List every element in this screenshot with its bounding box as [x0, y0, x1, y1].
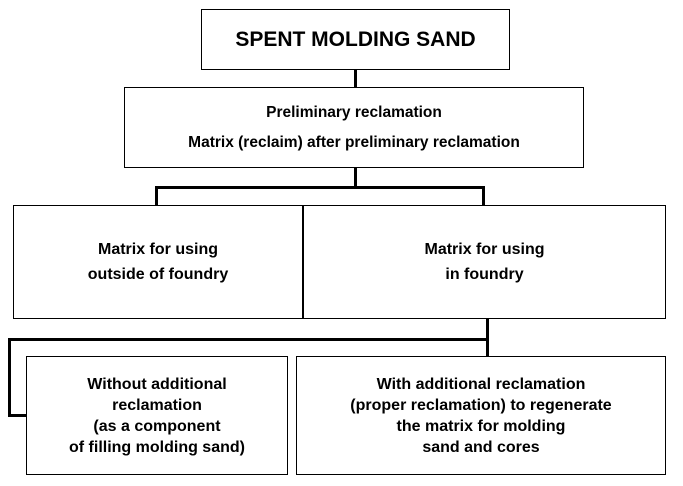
- without-additional-line-4: of filling molding sand): [69, 438, 245, 456]
- without-additional-line-3: (as a component: [93, 417, 221, 435]
- without-additional-line-2: reclamation: [112, 396, 202, 414]
- outside-foundry-line-2: outside of foundry: [87, 266, 229, 283]
- connector-lower-left-vertical: [8, 338, 11, 417]
- spent-molding-sand-label: SPENT MOLDING SAND: [235, 27, 476, 51]
- matrix-in-foundry-box: Matrix for using in foundry: [303, 205, 666, 319]
- outside-foundry-line-1: Matrix for using: [97, 241, 218, 258]
- connector-split-horizontal: [155, 186, 485, 189]
- with-additional-line-2: (proper reclamation) to regenerate: [350, 396, 612, 414]
- connector-to-outside-foundry: [155, 186, 158, 205]
- with-additional-line-4: sand and cores: [422, 438, 540, 456]
- connector-to-in-foundry: [482, 186, 485, 205]
- with-additional-reclamation-box: With additional reclamation (proper recl…: [296, 356, 666, 475]
- connector-to-with-additional: [486, 338, 489, 356]
- preliminary-reclamation-label: Preliminary reclamation: [266, 103, 442, 121]
- without-additional-line-1: Without additional: [87, 375, 227, 393]
- with-additional-line-1: With additional reclamation: [376, 375, 586, 393]
- in-foundry-line-2: in foundry: [445, 266, 524, 283]
- matrix-outside-foundry-box: Matrix for using outside of foundry: [13, 205, 303, 319]
- spent-molding-sand-box: SPENT MOLDING SAND: [201, 9, 510, 70]
- preliminary-reclamation-box: Preliminary reclamation Matrix (reclaim)…: [124, 87, 584, 168]
- in-foundry-line-1: Matrix for using: [424, 241, 545, 258]
- without-additional-reclamation-box: Without additional reclamation (as a com…: [26, 356, 288, 475]
- connector-preliminary-down: [354, 168, 357, 188]
- matrix-after-preliminary-label: Matrix (reclaim) after preliminary recla…: [188, 133, 520, 151]
- connector-lower-horizontal: [8, 338, 489, 341]
- connector-in-foundry-down: [486, 319, 489, 340]
- connector-root-to-preliminary: [354, 70, 357, 87]
- connector-to-without-additional: [8, 414, 26, 417]
- with-additional-line-3: the matrix for molding: [396, 417, 566, 435]
